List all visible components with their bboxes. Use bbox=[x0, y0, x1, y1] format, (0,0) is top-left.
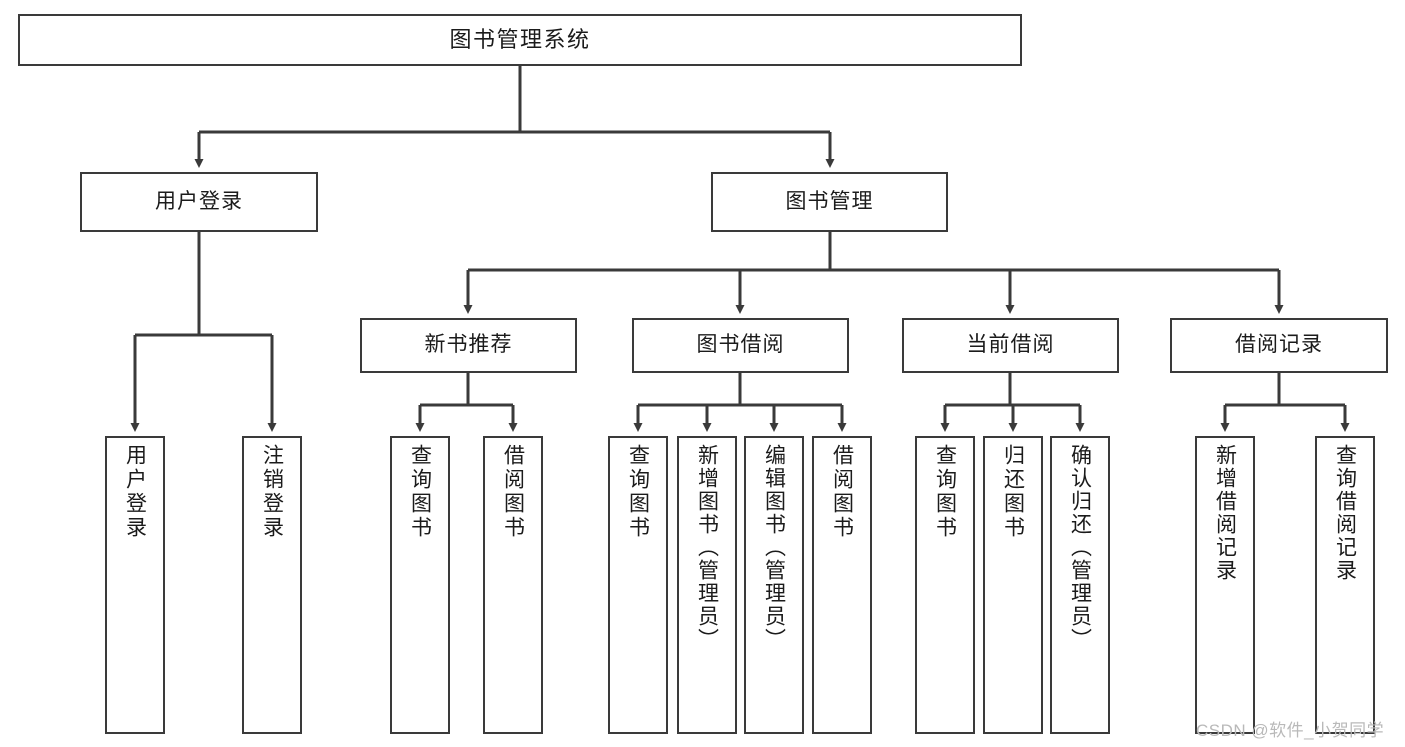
node-leaf-borrow-book-1-label: 借阅图书 bbox=[501, 444, 525, 540]
node-borrow-record-label: 借阅记录 bbox=[1235, 333, 1323, 357]
node-book-manage-label: 图书管理 bbox=[785, 189, 874, 213]
node-leaf-query-book-2-label: 查询图书 bbox=[626, 444, 650, 540]
node-leaf-query-record-label: 查询借阅记录 bbox=[1333, 444, 1357, 582]
node-leaf-return-book-label: 归还图书 bbox=[1001, 444, 1025, 540]
node-leaf-return-book[interactable]: 归还图书 bbox=[983, 436, 1043, 734]
node-leaf-query-book-3-label: 查询图书 bbox=[933, 444, 957, 540]
node-borrow-record[interactable]: 借阅记录 bbox=[1170, 318, 1388, 373]
node-leaf-query-book-1-label: 查询图书 bbox=[408, 444, 432, 540]
node-new-book-rec[interactable]: 新书推荐 bbox=[360, 318, 577, 373]
node-leaf-borrow-book-2-label: 借阅图书 bbox=[830, 444, 854, 540]
node-leaf-query-record[interactable]: 查询借阅记录 bbox=[1315, 436, 1375, 734]
node-book-borrow[interactable]: 图书借阅 bbox=[632, 318, 849, 373]
node-leaf-add-book[interactable]: 新增图书（管理员） bbox=[677, 436, 737, 734]
node-leaf-query-book-1[interactable]: 查询图书 bbox=[390, 436, 450, 734]
node-leaf-user-login-label: 用户登录 bbox=[123, 444, 147, 540]
node-leaf-edit-book-label: 编辑图书（管理员） bbox=[762, 444, 786, 651]
node-leaf-query-book-2[interactable]: 查询图书 bbox=[608, 436, 668, 734]
node-leaf-user-login[interactable]: 用户登录 bbox=[105, 436, 165, 734]
node-leaf-logout-label: 注销登录 bbox=[260, 444, 284, 540]
node-leaf-add-book-label: 新增图书（管理员） bbox=[695, 444, 719, 651]
node-leaf-add-record-label: 新增借阅记录 bbox=[1213, 444, 1237, 582]
node-user-login[interactable]: 用户登录 bbox=[80, 172, 318, 232]
node-leaf-borrow-book-1[interactable]: 借阅图书 bbox=[483, 436, 543, 734]
node-book-borrow-label: 图书借阅 bbox=[696, 333, 785, 357]
node-root[interactable]: 图书管理系统 bbox=[18, 14, 1022, 66]
node-leaf-add-record[interactable]: 新增借阅记录 bbox=[1195, 436, 1255, 734]
node-leaf-confirm-return[interactable]: 确认归还（管理员） bbox=[1050, 436, 1110, 734]
node-leaf-edit-book[interactable]: 编辑图书（管理员） bbox=[744, 436, 804, 734]
node-leaf-logout[interactable]: 注销登录 bbox=[242, 436, 302, 734]
node-leaf-borrow-book-2[interactable]: 借阅图书 bbox=[812, 436, 872, 734]
node-user-login-label: 用户登录 bbox=[155, 189, 243, 213]
node-root-label: 图书管理系统 bbox=[449, 27, 591, 53]
node-current-borrow-label: 当前借阅 bbox=[966, 333, 1055, 357]
watermark: CSDN @软件_小贺同学 bbox=[1196, 721, 1385, 740]
node-leaf-confirm-return-label: 确认归还（管理员） bbox=[1068, 444, 1092, 651]
node-current-borrow[interactable]: 当前借阅 bbox=[902, 318, 1119, 373]
node-new-book-rec-label: 新书推荐 bbox=[424, 333, 513, 357]
node-book-manage[interactable]: 图书管理 bbox=[711, 172, 948, 232]
node-leaf-query-book-3[interactable]: 查询图书 bbox=[915, 436, 975, 734]
